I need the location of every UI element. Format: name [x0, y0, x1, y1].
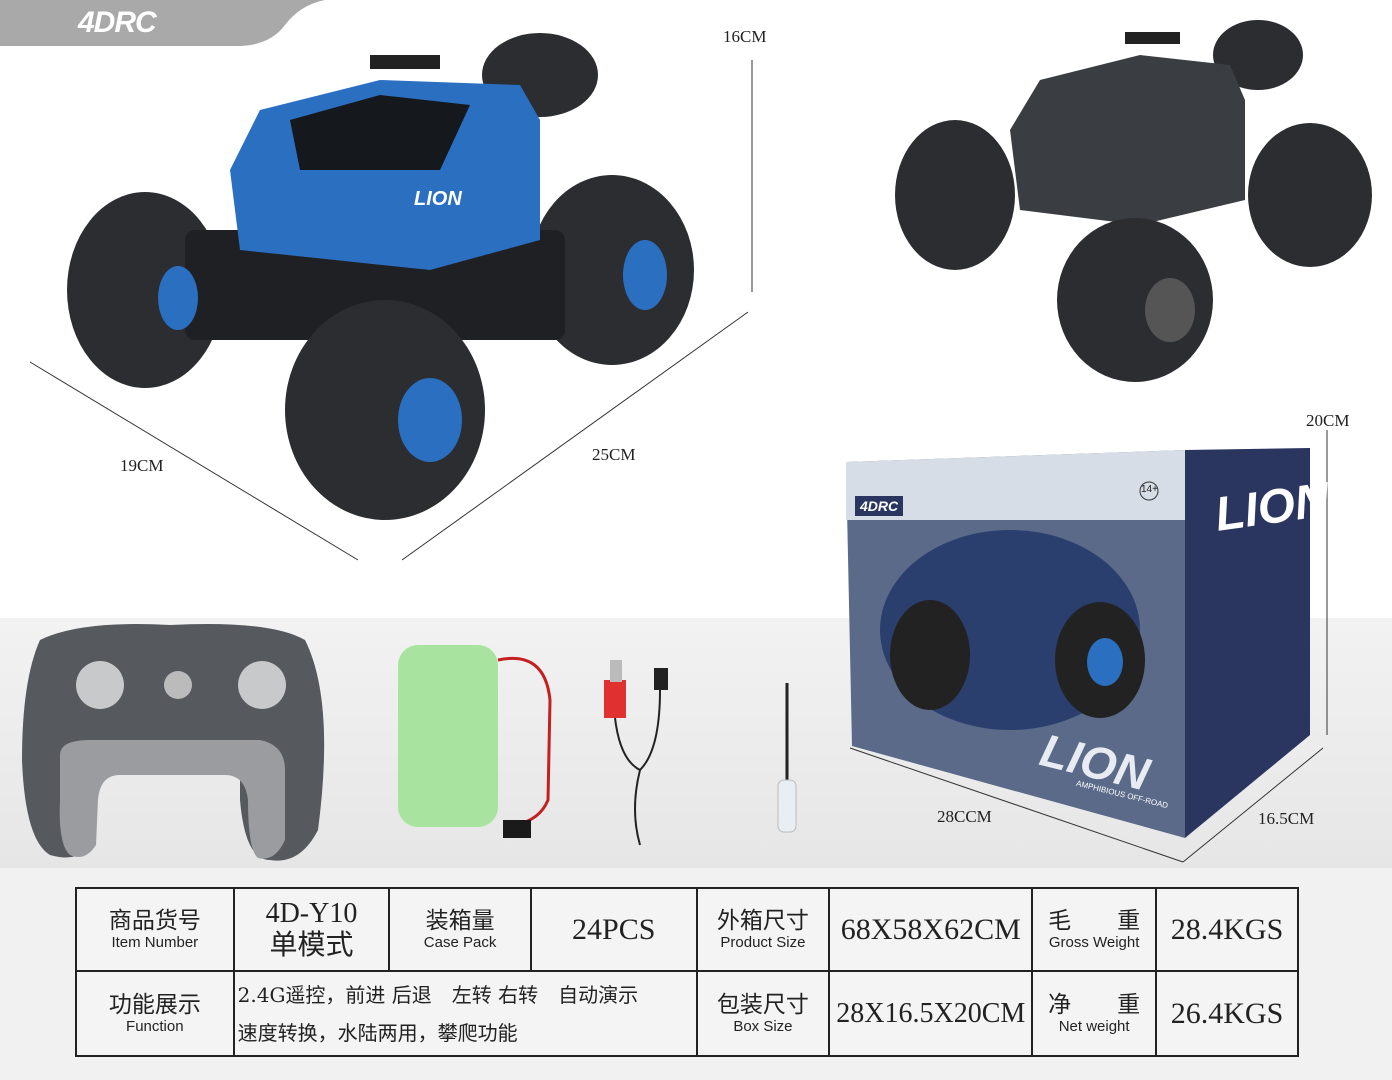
- box-length-label: 28CCM: [937, 807, 992, 826]
- car-height-label: 16CM: [723, 27, 767, 46]
- box-width-label: 16.5CM: [1258, 809, 1315, 828]
- usb-charger-cable-image: [604, 660, 668, 846]
- product-box-image: [846, 448, 1310, 838]
- black-car-image: [895, 20, 1372, 382]
- net-weight-value: 26.4KGS: [1155, 970, 1299, 1057]
- battery-image: [398, 645, 552, 838]
- blue-car-image: [67, 33, 694, 520]
- dimension-lines: [29, 60, 1328, 863]
- car-width-label: 19CM: [120, 456, 164, 475]
- function-value: 2.4G遥控，前进 后退 左转 右转 自动演示速度转换，水陆两用，攀爬功能: [232, 970, 698, 1057]
- product-size-value: 68X58X62CM: [828, 887, 1034, 972]
- logo-banner: [0, 0, 325, 46]
- car-length-label: 25CM: [592, 445, 636, 464]
- box-size-value: 28X16.5X20CM: [828, 970, 1034, 1057]
- gross-weight-value: 28.4KGS: [1155, 887, 1299, 972]
- box-age-label: 14+: [1141, 484, 1158, 495]
- remote-controller-image: [22, 624, 325, 861]
- brand-logo: 4DRC: [78, 6, 157, 39]
- box-height-label: 20CM: [1306, 411, 1350, 430]
- car-decal: LION: [414, 188, 462, 210]
- screwdriver-image: [777, 683, 797, 833]
- box-brand-logo: 4DRC: [855, 496, 904, 516]
- case-pack-value: 24PCS: [529, 887, 698, 972]
